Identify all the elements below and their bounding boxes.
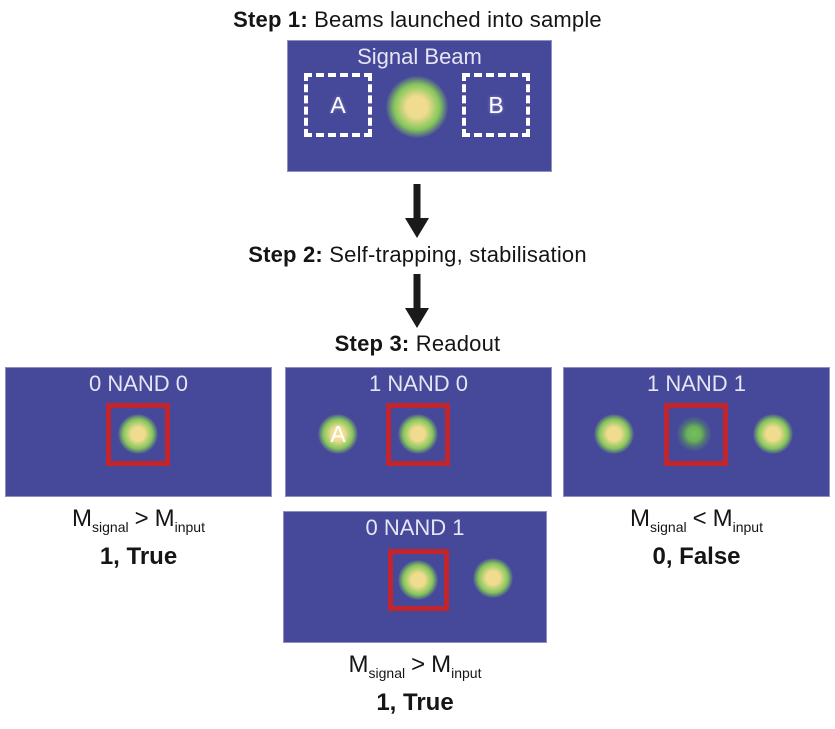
nand-0-1-title: 0 NAND 1 [365, 515, 465, 540]
comparison-operator: < [692, 505, 707, 532]
depleted-signal-beam [676, 416, 712, 452]
panel-readout-1-nand-0: 1 NAND 0 A [285, 367, 552, 497]
measurement-box [386, 403, 450, 466]
input-beam-b [473, 558, 513, 598]
caption-nand-0-1: Msignal>Minput 1, True [283, 651, 547, 718]
step1-label: Step 1: [233, 7, 308, 32]
input-region-a: A [304, 73, 372, 137]
signal-beam [386, 76, 448, 138]
step2-text: Self-trapping, stabilisation [329, 242, 587, 267]
readout-signal-beam [398, 560, 438, 600]
m-input: M [154, 505, 175, 532]
input-beam-a [594, 414, 634, 454]
m-signal: M [348, 651, 369, 678]
caption-nand-1-1: Msignal<Minput 0, False [563, 505, 830, 572]
input-region-b-label: B [488, 91, 504, 118]
input-region-a-label: A [330, 91, 346, 118]
m-signal: M [630, 505, 651, 532]
readout-condition: Msignal<Minput [563, 505, 830, 541]
input-beam-a: A [318, 414, 358, 454]
signal-beam-title: Signal Beam [357, 44, 482, 69]
nand-1-0-title: 1 NAND 0 [368, 371, 469, 396]
m-input: M [431, 651, 452, 678]
panel-readout-0-nand-1: 0 NAND 1 [283, 511, 547, 643]
step2-label: Step 2: [248, 242, 323, 267]
measurement-box [106, 403, 170, 466]
logic-result: 1, True [99, 542, 178, 570]
readout-condition: Msignal>Minput [5, 505, 272, 541]
nand-1-1-title: 1 NAND 1 [646, 371, 747, 396]
m-signal: M [72, 505, 93, 532]
measurement-box [388, 549, 449, 611]
m-signal-sub: signal [650, 518, 687, 535]
step1-title: Step 1: Beams launched into sample [0, 7, 835, 33]
measurement-box [664, 403, 728, 466]
panel-readout-0-nand-0: 0 NAND 0 [5, 367, 272, 497]
comparison-operator: > [411, 651, 426, 678]
readout-condition: Msignal>Minput [283, 651, 547, 687]
input-beam-b [753, 414, 793, 454]
m-input-sub: input [174, 518, 205, 535]
readout-signal-beam [118, 414, 158, 454]
m-signal-sub: signal [368, 664, 406, 681]
arrow-down-icon [405, 274, 429, 328]
step2-title: Step 2: Self-trapping, stabilisation [0, 242, 835, 268]
step1-text: Beams launched into sample [314, 7, 602, 32]
step3-label: Step 3: [334, 331, 410, 356]
m-signal-sub: signal [92, 518, 129, 535]
input-beam-a-label: A [330, 420, 346, 447]
m-input-sub: input [732, 518, 763, 535]
step3-title: Step 3: Readout [0, 331, 835, 357]
logic-result: 0, False [652, 542, 741, 570]
m-input-sub: input [451, 664, 482, 681]
input-region-b: B [462, 73, 530, 137]
panel-signal-launch: Signal Beam A B [287, 40, 552, 172]
step3-text: Readout [415, 331, 501, 356]
m-input: M [712, 505, 733, 532]
readout-signal-beam [398, 414, 438, 454]
panel-readout-1-nand-1: 1 NAND 1 [563, 367, 830, 497]
logic-result: 1, True [376, 688, 454, 716]
nand-0-0-title: 0 NAND 0 [88, 371, 189, 396]
comparison-operator: > [134, 505, 149, 532]
arrow-down-icon [405, 184, 429, 238]
caption-nand-0-0: Msignal>Minput 1, True [5, 505, 272, 572]
